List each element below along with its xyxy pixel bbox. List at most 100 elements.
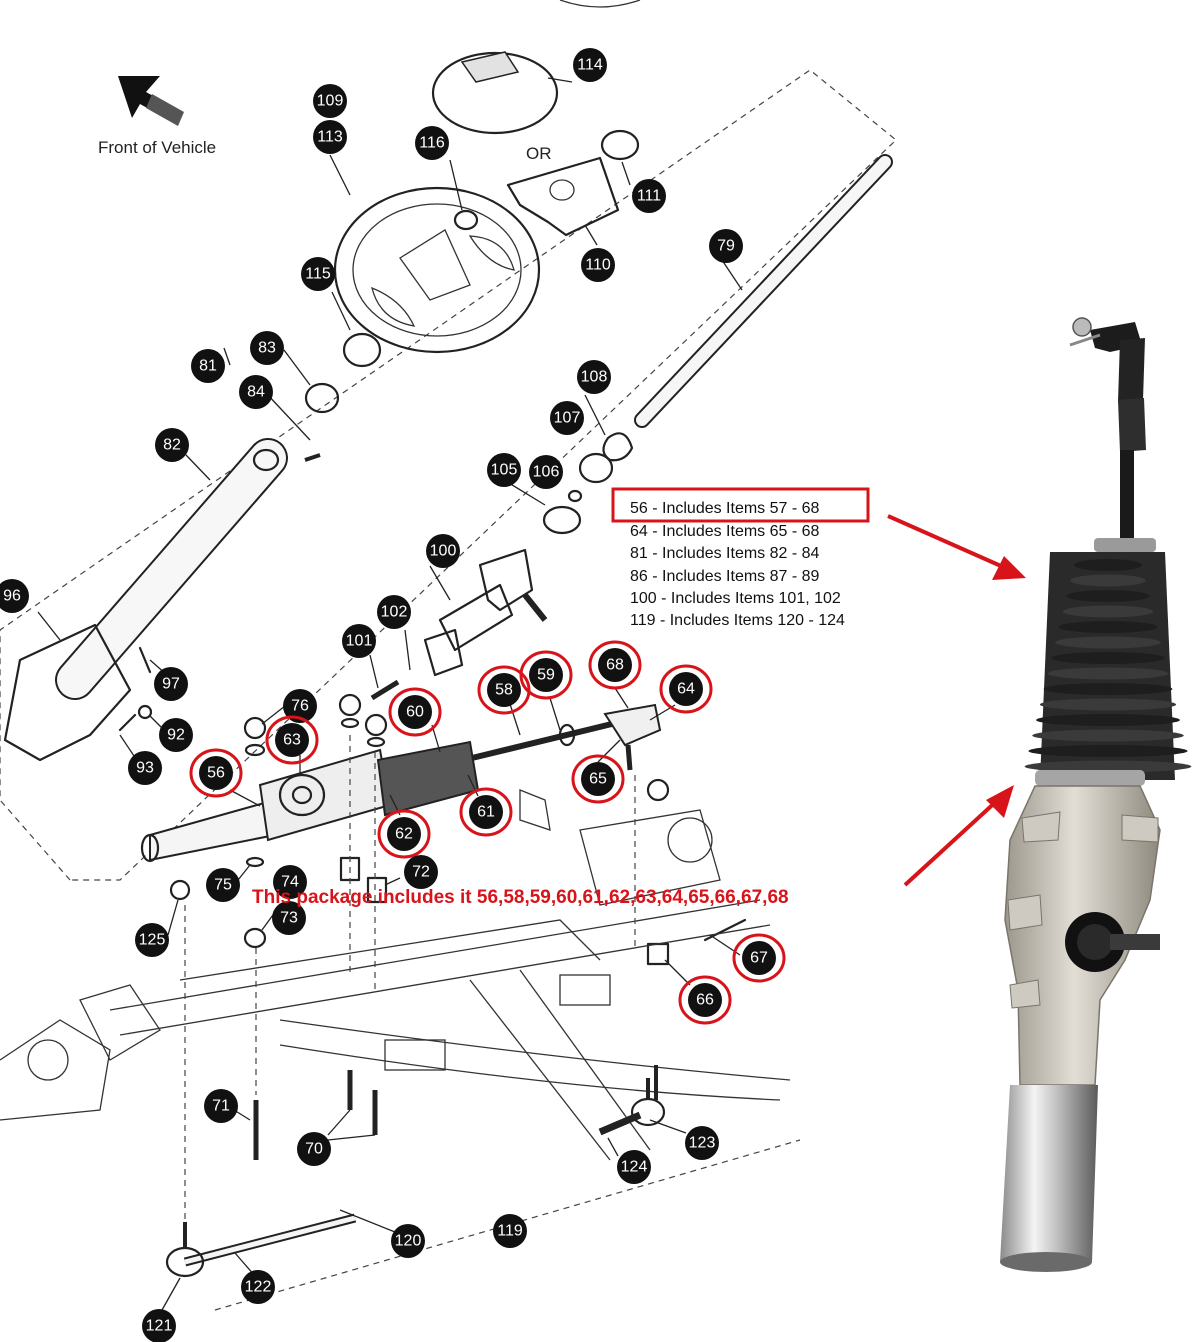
callout-circle [239,375,273,409]
callout-circle [577,360,611,394]
boot-rib [1074,559,1142,571]
callout-circle [283,689,317,723]
callout-circle [398,695,432,729]
boot-rib [1070,574,1146,587]
callout-102: 102 [377,595,411,629]
bellows-boot [1024,552,1192,780]
seal-108 [602,432,634,462]
callout-67: 67 [732,933,786,983]
callout-label: 60 [406,704,424,721]
boot-rib [1047,667,1169,680]
center-cap [506,156,620,237]
callout-circle [487,453,521,487]
callout-circle [313,120,347,154]
callout-56: 56 [189,748,243,798]
callout-label: 119 [497,1223,523,1240]
callout-label: 76 [291,698,309,715]
callout-label: 73 [280,910,298,927]
bearing-107 [578,452,614,484]
callout-label: 63 [283,732,301,749]
front-of-vehicle-label: Front of Vehicle [98,138,216,157]
callout-circle [487,673,521,707]
callout-label: 75 [214,877,232,894]
steering-wheel [333,186,541,354]
callout-circle [199,756,233,790]
callout-label: 74 [281,874,299,891]
callout-79: 79 [709,229,743,263]
callout-label: 101 [346,633,373,650]
boot-rib [1066,590,1150,602]
callout-81: 81 [191,349,225,383]
legend-line: 86 - Includes Items 87 - 89 [630,568,820,585]
callout-63: 63 [265,715,319,765]
highlight-ring [732,933,786,983]
callout-68: 68 [588,640,642,690]
boot-rib [1032,729,1184,742]
legend-line: 81 - Includes Items 82 - 84 [630,545,820,562]
callout-label: 93 [136,760,154,777]
callout-label: 67 [750,950,768,967]
callout-101: 101 [342,624,376,658]
callout-circle [632,179,666,213]
callout-label: 97 [162,676,180,693]
callout-circle [742,941,776,975]
callout-64: 64 [659,664,713,714]
callout-120: 120 [391,1224,425,1258]
callout-label: 83 [258,340,276,357]
callout-label: 62 [395,826,413,843]
callout-109: 109 [313,84,347,118]
callout-circle [128,751,162,785]
callout-60: 60 [388,687,442,737]
legend-line: 64 - Includes Items 65 - 68 [630,523,820,540]
callout-circle [469,795,503,829]
snap-ring-105 [542,505,582,535]
callout-label: 105 [491,462,518,479]
boot-rib [1043,683,1173,695]
callout-83: 83 [250,331,284,365]
callout-circle [688,983,722,1017]
legend-line: 56 - Includes Items 57 - 68 [630,500,820,517]
boot-rib [1058,621,1158,633]
callout-circle [529,658,563,692]
callout-circle [685,1126,719,1160]
callout-label: 115 [305,266,331,283]
callout-label: 123 [689,1135,716,1152]
steering-assembly-dashed-box [0,69,897,881]
boot-rib [1036,714,1180,726]
callout-label: 109 [317,93,344,110]
highlight-ring [265,715,319,765]
callout-circle [550,401,584,435]
callout-label: 68 [606,657,624,674]
callout-circle [135,923,169,957]
callout-label: 71 [212,1098,230,1115]
callout-circle [241,1270,275,1304]
callout-label: 110 [585,257,611,274]
or-label: OR [526,144,552,163]
callout-122: 122 [241,1270,275,1304]
callout-93: 93 [128,751,162,785]
boot-rib [1062,605,1154,618]
callout-label: 113 [317,129,343,146]
callout-circle [313,84,347,118]
callout-circle [617,1150,651,1184]
callout-61: 61 [459,787,513,837]
highlight-ring [377,809,431,859]
adapter-115 [342,332,382,368]
callout-115: 115 [301,257,335,291]
boot-rib [1051,652,1165,664]
boot-rib [1039,698,1177,711]
callout-circle [669,672,703,706]
callout-76: 76 [283,689,317,723]
callout-label: 56 [207,765,225,782]
highlight-ring [477,665,531,715]
callout-label: 64 [677,681,695,698]
callout-circle [206,868,240,902]
callout-70: 70 [297,1132,331,1166]
callout-circle [297,1132,331,1166]
callout-label: 66 [696,992,714,1009]
callout-circle [0,579,29,613]
callout-82: 82 [155,428,189,462]
callout-circle [204,1089,238,1123]
